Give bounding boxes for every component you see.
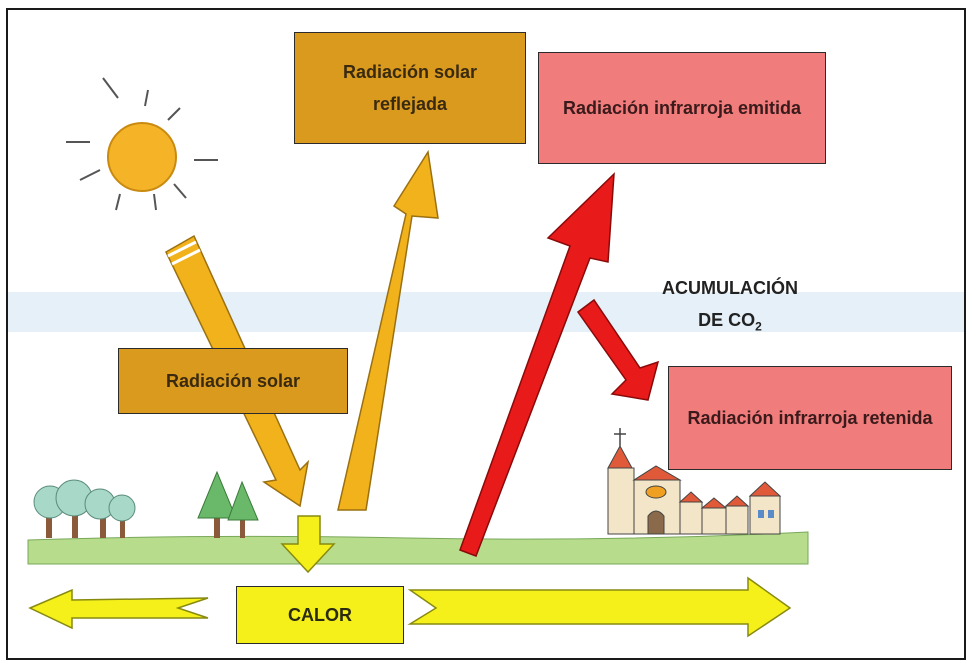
ir-emitted-arrow <box>459 172 615 557</box>
ir-retained-arrow <box>576 298 660 401</box>
pine-trees-icon <box>197 470 259 538</box>
ground <box>27 531 809 565</box>
trees-icon <box>33 479 136 538</box>
church-icon <box>607 428 682 535</box>
reflected-arrow <box>337 149 439 511</box>
heat-label: CALOR <box>288 605 352 625</box>
co2-subscript: 2 <box>755 319 762 334</box>
solar-arrow-stripe <box>171 248 201 266</box>
co2-line-1: ACUMULACIÓN <box>662 278 798 298</box>
ir-retained-label: Radiación infrarroja retenida <box>687 408 933 428</box>
reflected-radiation-box: Radiación solar reflejada <box>294 32 526 144</box>
sun-icon <box>66 77 218 211</box>
reflected-radiation-label: Radiación solar reflejada <box>342 62 478 114</box>
solar-radiation-box: Radiación solar <box>118 348 348 414</box>
diagram-scene <box>8 77 964 638</box>
ir-emitted-label: Radiación infrarroja emitida <box>562 98 802 118</box>
heat-down-arrow <box>280 515 336 574</box>
co2-line-2-text: DE CO <box>698 310 756 330</box>
heat-right-arrow <box>407 576 792 638</box>
ir-retained-box: Radiación infrarroja retenida <box>668 366 952 470</box>
diagram-frame: Radiación solar reflejada Radiación infr… <box>6 8 966 660</box>
heat-box: CALOR <box>236 586 404 644</box>
ir-emitted-box: Radiación infrarroja emitida <box>538 52 826 164</box>
solar-arrow-stripe <box>167 240 197 258</box>
atmosphere-band <box>8 292 964 332</box>
heat-left-arrow <box>28 588 209 630</box>
co2-accumulation-label: ACUMULACIÓN DE CO2 <box>630 272 830 343</box>
co2-line-2: DE CO2 <box>630 304 830 343</box>
solar-radiation-label: Radiación solar <box>165 371 301 391</box>
village-icon <box>607 428 782 535</box>
